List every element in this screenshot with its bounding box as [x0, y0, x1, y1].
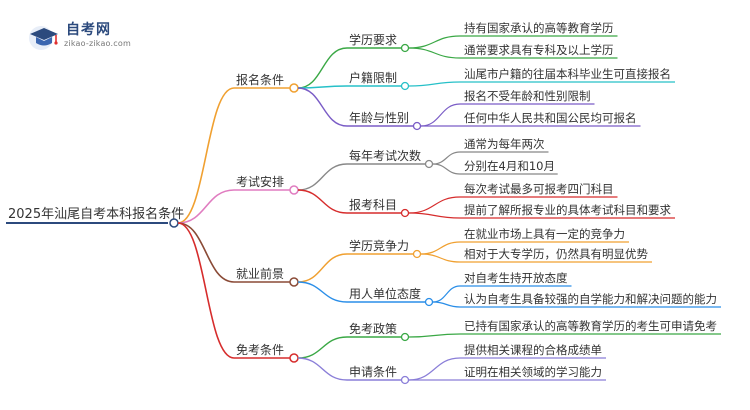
connector-sub-to-leaf	[432, 163, 461, 175]
brand-logo: 自考网 zikao-zikao.com	[26, 18, 166, 54]
connector-branch-to-sub	[297, 357, 348, 381]
connector-branch-to-sub	[297, 85, 348, 89]
branch-topic: 免考条件	[236, 342, 284, 357]
branch-node-dot	[289, 185, 299, 195]
subtopic-node-dot	[424, 159, 434, 169]
root-topic: 2025年汕尾自考本科报名条件	[8, 206, 184, 222]
brand-name: 自考网	[66, 22, 111, 38]
branch-node-dot	[289, 83, 299, 93]
connector-root-to-branch	[177, 87, 235, 224]
leaf-item: 对自考生持开放态度	[464, 271, 568, 285]
connector-sub-to-leaf	[432, 151, 461, 165]
connector-branch-to-sub	[297, 281, 348, 303]
leaf-item: 通常要求具有专科及以上学历	[464, 43, 614, 57]
connector-root-to-branch	[177, 189, 235, 224]
connector-root-to-branch	[177, 222, 235, 283]
subtopic: 每年考试次数	[349, 148, 421, 163]
connector-sub-to-leaf	[408, 81, 461, 87]
leaf-item: 汕尾市户籍的往届本科毕业生可直接报名	[464, 67, 671, 81]
root-node-dot	[169, 218, 179, 228]
leaf-item: 提供相关课程的合格成绩单	[464, 343, 602, 357]
leaf-item: 持有国家承认的高等教育学历	[464, 21, 614, 35]
connector-sub-to-leaf	[420, 253, 461, 263]
connector-sub-to-leaf	[432, 301, 461, 308]
leaf-item: 每次考试最多可报考四门科目	[464, 182, 614, 196]
leaf-item: 已持有国家承认的高等教育学历的考生可申请免考	[464, 319, 717, 333]
connector-branch-to-sub	[297, 253, 348, 283]
connector-sub-to-leaf	[408, 357, 461, 381]
leaf-item: 分别在4月和10月	[464, 159, 555, 173]
subtopic: 学历竞争力	[349, 238, 409, 253]
connector-branch-to-sub	[297, 87, 348, 127]
connector-branch-to-sub	[297, 336, 348, 359]
subtopic: 免考政策	[349, 321, 397, 336]
leaf-item: 任何中华人民共和国公民均可报名	[464, 111, 637, 125]
subtopic-node-dot	[424, 297, 434, 307]
branch-node-dot	[289, 353, 299, 363]
brand-url: zikao-zikao.com	[64, 39, 131, 48]
subtopic: 户籍限制	[349, 70, 397, 85]
graduation-cap-icon	[29, 26, 58, 50]
connector-branch-to-sub	[297, 163, 348, 191]
connector-sub-to-leaf	[408, 212, 461, 219]
connector-sub-to-leaf	[420, 241, 461, 255]
connector-sub-to-leaf	[432, 285, 461, 303]
subtopic-node-dot	[400, 332, 410, 342]
branch-topic: 就业前景	[236, 266, 284, 281]
leaf-item: 提前了解所报专业的具体考试科目和要求	[464, 203, 671, 217]
leaf-item: 在就业市场上具有一定的竞争力	[464, 227, 625, 241]
subtopic-node-dot	[400, 208, 410, 218]
leaf-item: 报名不受年龄和性别限制	[464, 89, 591, 103]
subtopic: 申请条件	[349, 365, 397, 379]
leaf-item: 证明在相关领域的学习能力	[464, 365, 602, 379]
subtopic-node-dot	[400, 375, 410, 385]
connector-root-to-branch	[177, 222, 235, 359]
subtopic-node-dot	[412, 249, 422, 259]
subtopic-node-dot	[412, 121, 422, 131]
subtopic: 用人单位态度	[349, 286, 421, 301]
connector-branch-to-sub	[297, 189, 348, 214]
leaf-item: 相对于大专学历，仍然具有明显优势	[464, 247, 648, 261]
subtopic-node-dot	[400, 81, 410, 91]
subtopic: 报考科目	[349, 197, 397, 212]
branch-node-dot	[289, 277, 299, 287]
leaf-item: 认为自考生具备较强的自学能力和解决问题的能力	[464, 292, 717, 306]
connector-sub-to-leaf	[420, 103, 461, 127]
subtopic: 年龄与性别	[349, 111, 409, 125]
branch-topic: 报名条件	[236, 72, 284, 87]
branch-topic: 考试安排	[236, 174, 284, 189]
subtopic: 学历要求	[349, 32, 397, 47]
connector-branch-to-sub	[297, 47, 348, 89]
connector-sub-to-leaf	[408, 196, 461, 214]
connector-sub-to-leaf	[408, 35, 461, 49]
leaf-item: 通常为每年两次	[464, 137, 545, 151]
subtopic-node-dot	[400, 43, 410, 53]
connector-sub-to-leaf	[408, 47, 461, 59]
connector-sub-to-leaf	[408, 333, 461, 338]
